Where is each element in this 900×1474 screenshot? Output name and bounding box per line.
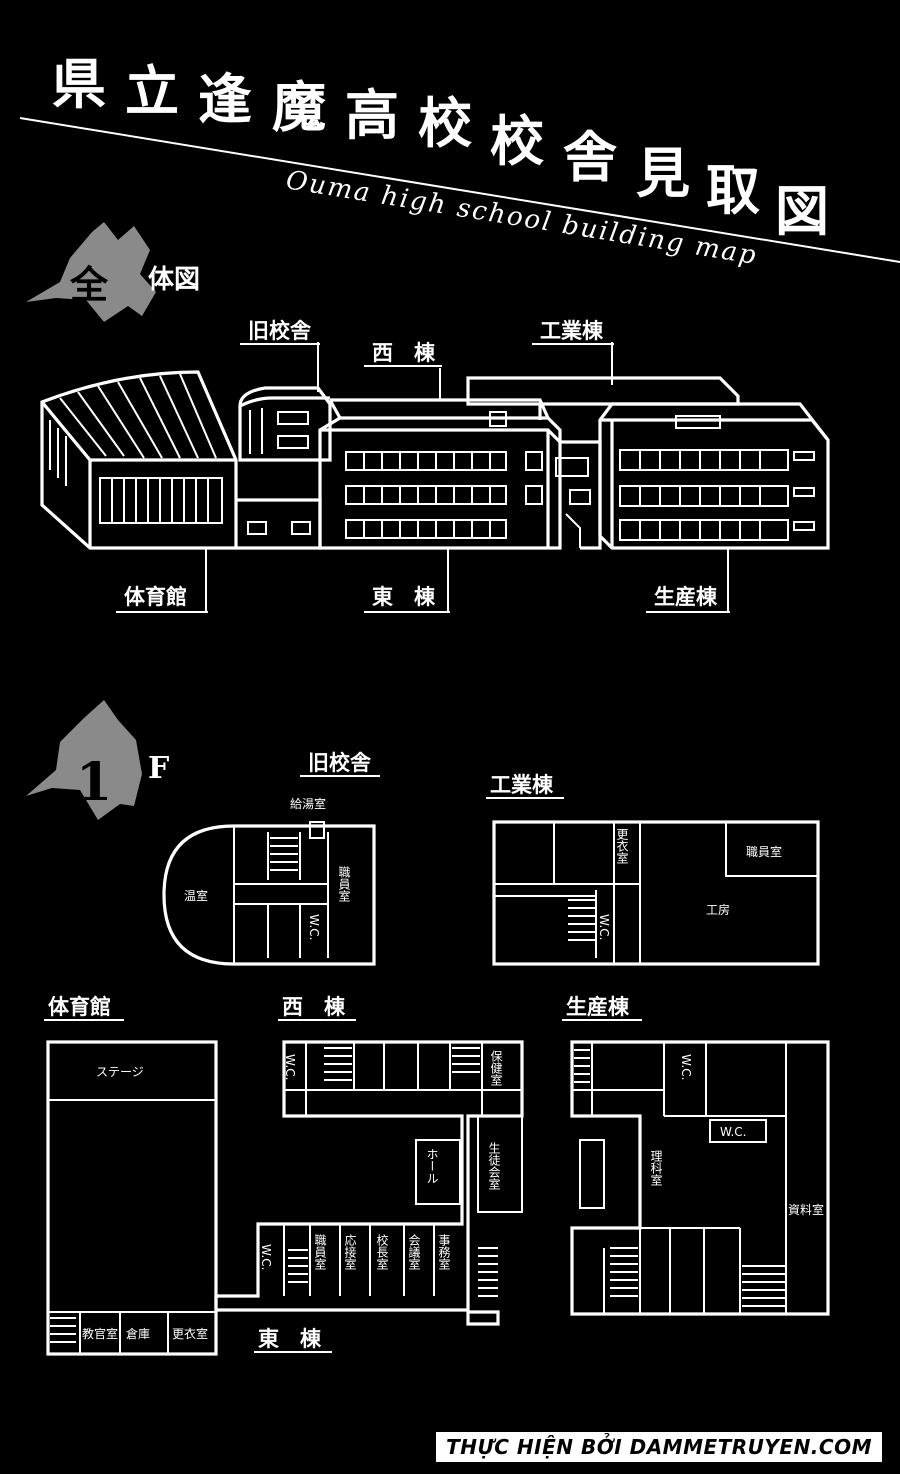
title-char-11: 図 [775,179,829,243]
title-char-8: 舎 [563,125,617,189]
room-wc-west: W.C. [283,1054,297,1081]
floor1-label-old-building: 旧校舎 [308,751,372,775]
room-shokuinshitsu-east: 職員室 [313,1234,327,1270]
room-hall: ホール [425,1148,439,1184]
room-hokenshitsu: 保健室 [489,1050,503,1086]
floor1-label-east: 東 棟 [258,1327,322,1351]
overview-label-west: 西 棟 [372,341,436,365]
room-soko: 倉庫 [126,1326,150,1341]
floor1-industrial-plan: 更衣室 職員室 工房 W.C. [492,820,820,966]
overview-production-building [598,402,830,550]
overview-label-production: 生産棟 [654,585,718,609]
room-shiryoshitsu: 資料室 [788,1202,824,1217]
floor1-badge-char: 1 [76,752,112,813]
room-jimushitsu: 事務室 [437,1234,451,1270]
overview-labels: 旧校舎 西 棟 工業棟 体育館 東 棟 生産棟 [116,319,730,613]
overview-badge: 全 [26,222,156,322]
room-shokuinshitsu-ind: 職員室 [746,844,782,859]
room-wc-ind: W.C. [597,914,611,941]
floor1-label-industrial: 工業棟 [490,773,554,797]
room-kyutoshitsu: 給湯室 [290,796,326,811]
room-onshitsu: 温室 [184,888,208,903]
room-kaigishitsu: 会議室 [407,1234,421,1270]
floor1-label-production: 生産棟 [566,995,630,1019]
overview-label-old-building: 旧校舎 [248,319,312,343]
overview-gym [40,370,238,550]
room-koishitsu-gym: 更衣室 [172,1326,208,1341]
title-char-1: 県 [52,52,106,116]
title-char-7: 校 [490,109,544,173]
title-char-4: 魔 [272,75,326,139]
floor1-gym-plan: ステージ 教官室 倉庫 更衣室 [46,1040,218,1356]
title-char-3: 逢 [198,67,252,131]
floor1-production-plan: W.C. W.C. 理科室 資料室 [570,1040,830,1316]
floor1-badge: 1 [26,700,142,820]
room-wc-old: W.C. [307,914,321,941]
room-osetsushitsu: 応接室 [343,1234,357,1270]
room-wc-prod-1: W.C. [679,1054,693,1081]
floor1-old-building-plan: 給湯室 温室 職員室 W.C. [162,796,376,966]
main-title: 県 立 逢 魔 高 校 校 舎 見 取 図 [52,52,829,243]
room-rikashitsu: 理科室 [649,1150,663,1186]
overview-label-gym: 体育館 [124,585,187,609]
floor1-label-gym: 体育館 [48,995,111,1019]
title-char-10: 取 [706,158,760,222]
room-kobo: 工房 [706,902,730,917]
room-stage: ステージ [96,1065,144,1079]
overview-old-building [238,386,332,462]
floor1-west-east-plan: W.C. 保健室 ホール 生徒会室 W.C. 職員室 応接室 校長室 会議室 事… [214,1040,524,1326]
title-char-5: 高 [345,83,399,147]
floor1-heading: F [148,751,169,786]
title-char-9: 見 [636,141,690,205]
room-shokuinshitsu-old: 職員室 [337,866,351,902]
title-char-2: 立 [125,59,179,123]
overview-badge-char: 全 [69,263,109,307]
overview-heading: 体図 [148,265,200,295]
overview-east-building [318,398,562,550]
room-wc-prod-2: W.C. [720,1125,747,1139]
room-kochoshitsu: 校長室 [375,1233,389,1270]
overview-connector-windows [247,521,311,535]
room-kyokanshitsu: 教官室 [82,1326,118,1341]
floor1-label-west: 西 棟 [282,995,346,1019]
floor1-labels: 旧校舎 工業棟 体育館 西 棟 生産棟 東 棟 [44,751,642,1353]
overview-drawing [40,342,830,612]
credit-banner: THỰC HIỆN BỞI DAMMETRUYEN.COM [436,1432,882,1462]
room-koishitsu-ind: 更衣室 [615,828,629,864]
overview-label-industrial: 工業棟 [540,319,604,343]
title-underline [19,117,900,263]
room-seitokaishitsu: 生徒会室 [487,1142,501,1190]
room-wc-east: W.C. [259,1244,273,1271]
title-char-6: 校 [418,91,472,155]
overview-label-east: 東 棟 [372,585,436,609]
